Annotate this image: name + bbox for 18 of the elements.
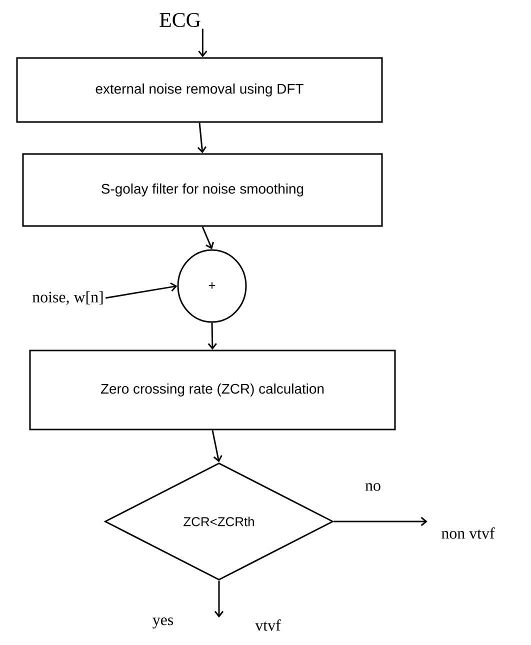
process-box: external noise removal using DFT: [16, 57, 383, 123]
text-label: vtvf: [255, 619, 281, 631]
arrow: [208, 322, 217, 350]
arrow: [198, 28, 208, 58]
summing-junction: +: [177, 249, 247, 323]
process-box: Zero crossing rate (ZCR) calculation: [29, 350, 396, 430]
arrow: [197, 122, 206, 154]
arrow: [212, 430, 222, 462]
process-box: S-golay filter for noise smoothing: [22, 153, 383, 227]
arrow: [334, 516, 428, 526]
edge-label: yes: [152, 618, 174, 628]
edge-label: no: [365, 483, 380, 491]
arrow: [202, 226, 214, 250]
arrow: [214, 580, 224, 618]
text-label: non vtvf: [442, 527, 495, 539]
text-label: noise, w[n]: [32, 291, 103, 305]
text-label: ECG: [160, 12, 200, 28]
arrow: [105, 282, 178, 299]
